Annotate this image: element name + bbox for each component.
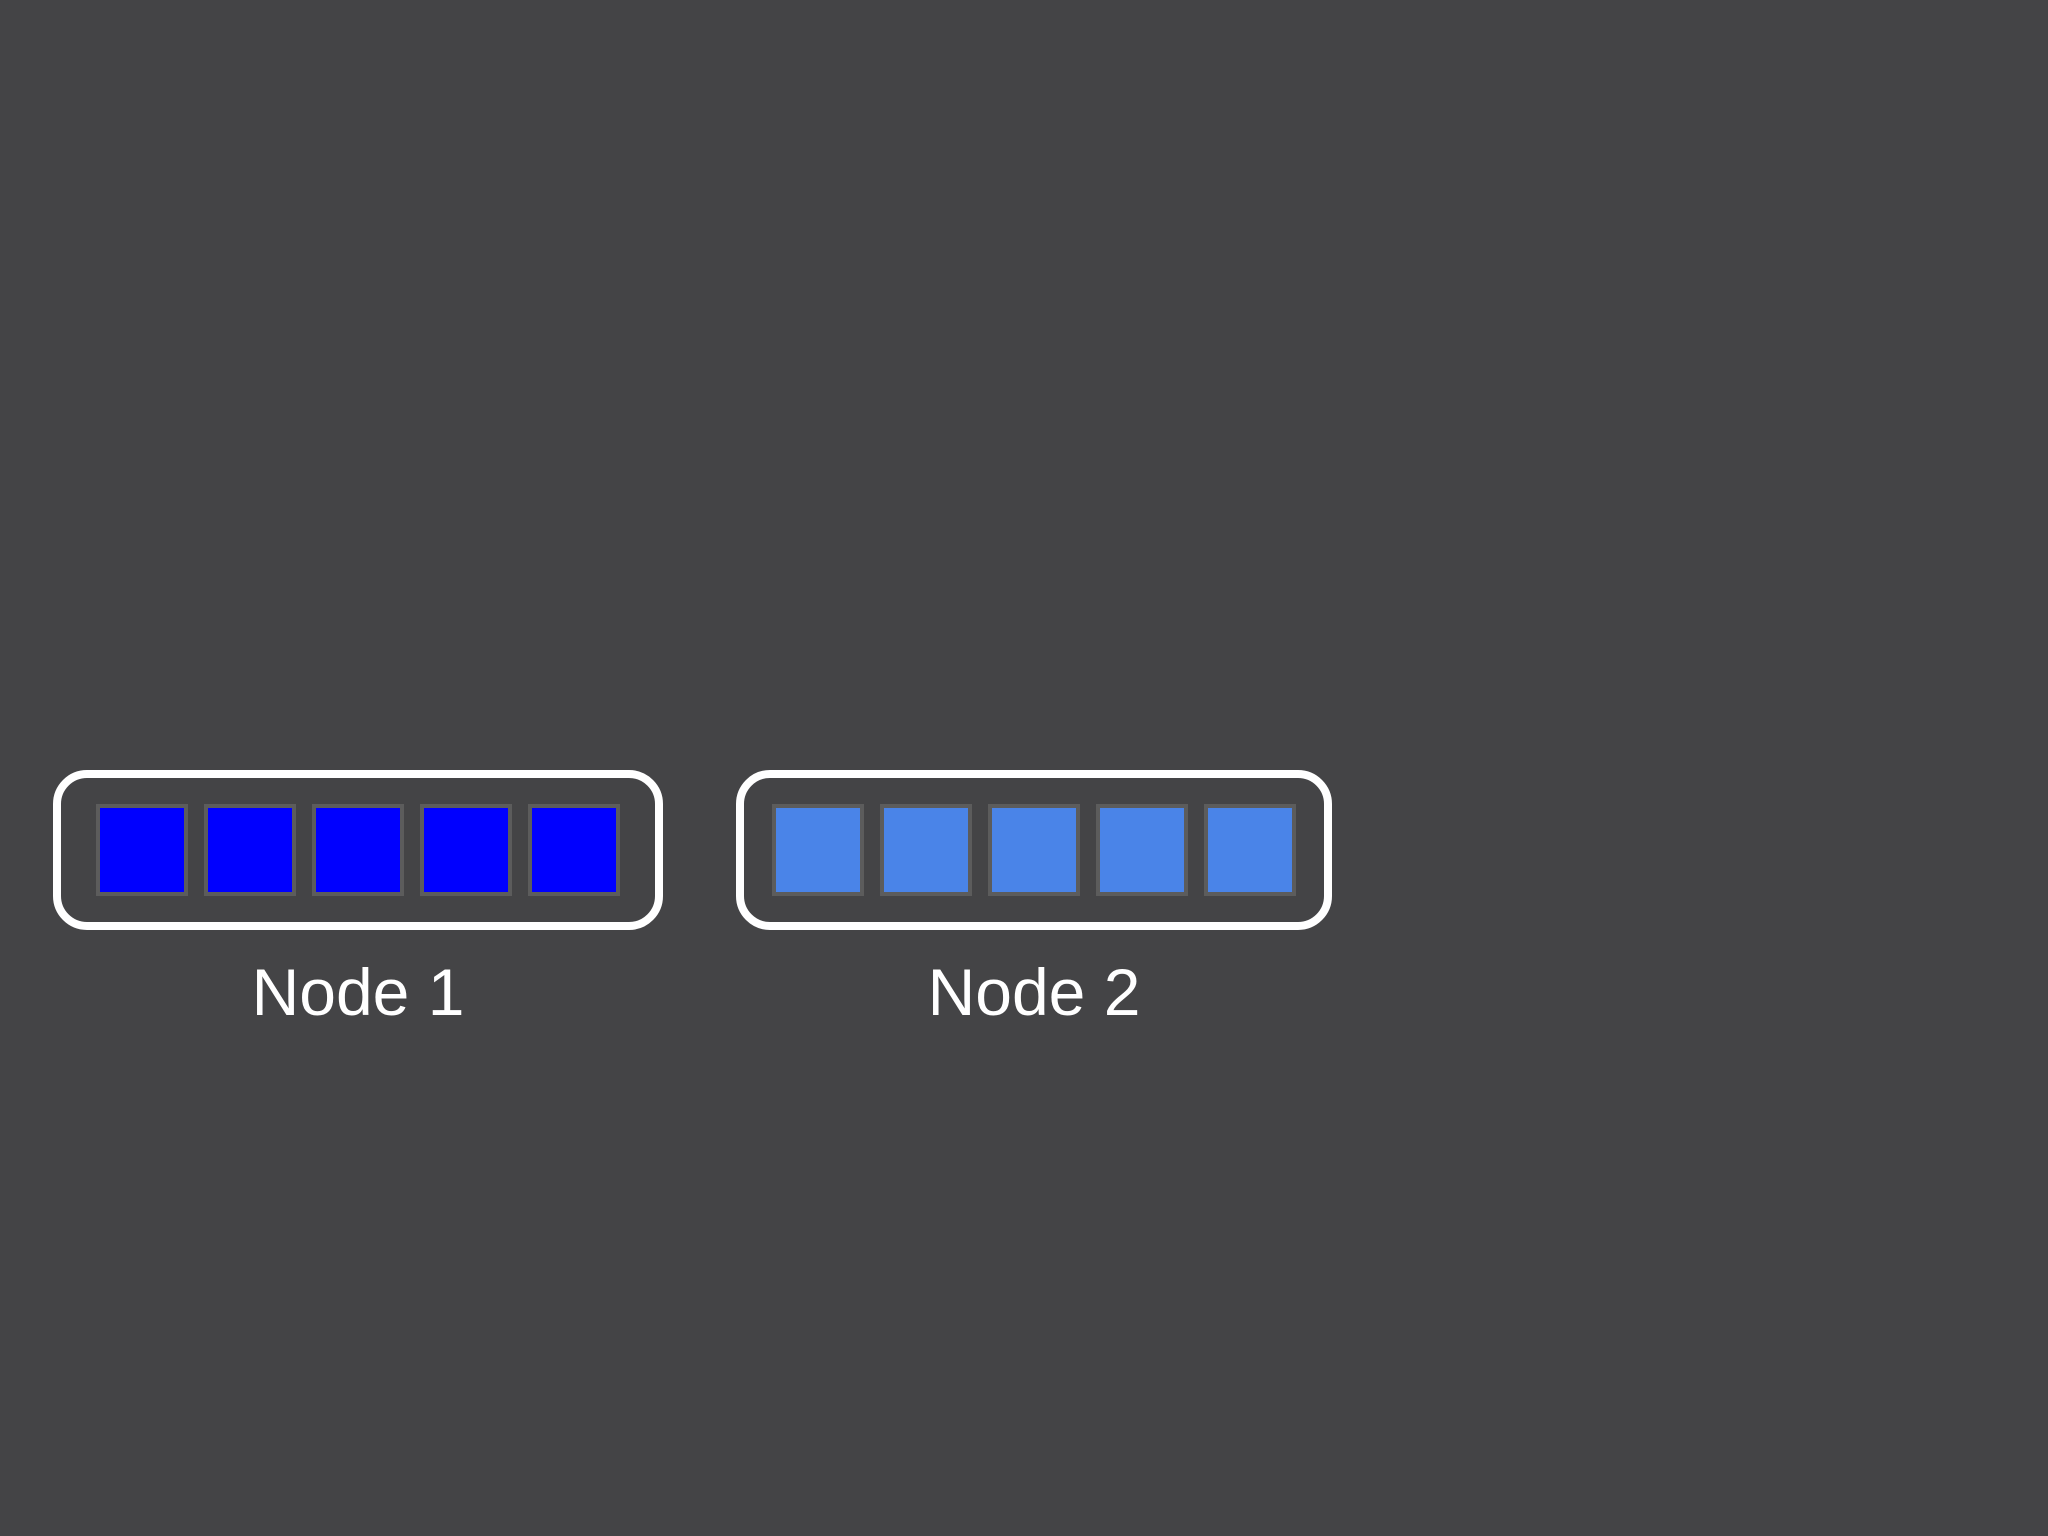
memory-block [312,804,404,896]
memory-block [420,804,512,896]
memory-block [772,804,864,896]
memory-block [528,804,620,896]
node-2-label: Node 2 [927,955,1141,1029]
node-1-group: Node 1 [53,770,663,1029]
node-2-box [736,770,1332,930]
memory-block [988,804,1080,896]
memory-block [96,804,188,896]
memory-block [1096,804,1188,896]
memory-block [880,804,972,896]
node-1-label: Node 1 [251,955,465,1029]
node-1-box [53,770,663,930]
memory-block [204,804,296,896]
memory-block [1204,804,1296,896]
node-2-group: Node 2 [736,770,1332,1029]
